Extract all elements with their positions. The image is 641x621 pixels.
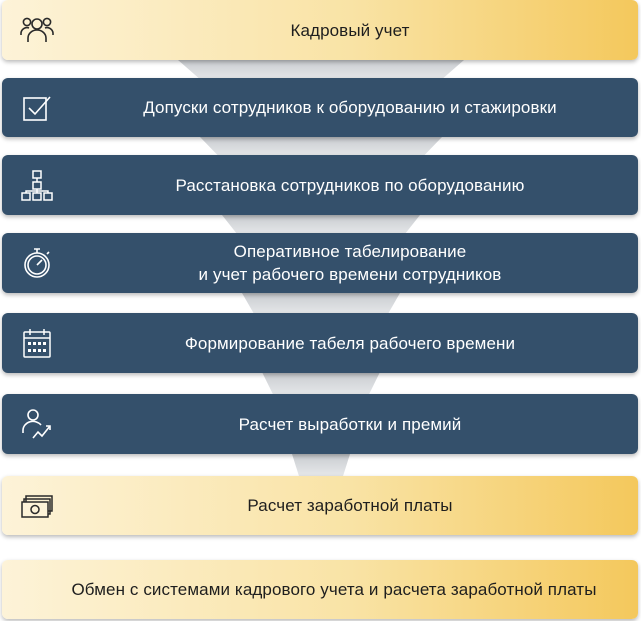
step-label: Допуски сотрудников к оборудованию и ста…	[143, 98, 557, 117]
money-icon	[20, 489, 54, 523]
step-admissions: Допуски сотрудников к оборудованию и ста…	[2, 78, 638, 137]
funnel-connector	[222, 215, 420, 235]
step-label-line-1: Оперативное табелирование	[233, 242, 467, 261]
funnel-connector	[262, 372, 380, 396]
step-hr-records: Кадровый учет	[2, 0, 638, 60]
funnel-connector	[178, 60, 464, 80]
step-label: Оперативное табелирование и учет рабочег…	[62, 240, 638, 286]
checkbox-icon	[20, 91, 54, 125]
step-label: Кадровый учет	[290, 20, 410, 40]
step-output-bonuses: Расчет выработки и премий	[2, 394, 638, 454]
funnel-connector	[200, 137, 442, 157]
calendar-icon	[20, 326, 54, 360]
step-label: Расчет выработки и премий	[238, 414, 462, 434]
step-label-line-2: и учет рабочего времени сотрудников	[198, 265, 502, 284]
step-system-exchange: Обмен с системами кадрового учета и расч…	[2, 560, 638, 619]
funnel-connector	[242, 293, 400, 315]
step-payroll: Расчет заработной платы	[2, 476, 638, 535]
hierarchy-icon	[20, 168, 54, 202]
people-group-icon	[20, 13, 54, 47]
step-label: Обмен с системами кадрового учета и расч…	[71, 580, 597, 599]
funnel-connector	[292, 454, 350, 476]
stopwatch-icon	[20, 246, 54, 280]
step-label: Расстановка сотрудников по оборудованию	[175, 175, 525, 195]
step-label: Расчет заработной платы	[247, 496, 453, 515]
step-label: Формирование табеля рабочего времени	[184, 333, 516, 353]
step-placement: Расстановка сотрудников по оборудованию	[2, 155, 638, 215]
step-timekeeping: Оперативное табелирование и учет рабочег…	[2, 233, 638, 293]
person-growth-icon	[20, 407, 54, 441]
step-timesheet: Формирование табеля рабочего времени	[2, 313, 638, 373]
